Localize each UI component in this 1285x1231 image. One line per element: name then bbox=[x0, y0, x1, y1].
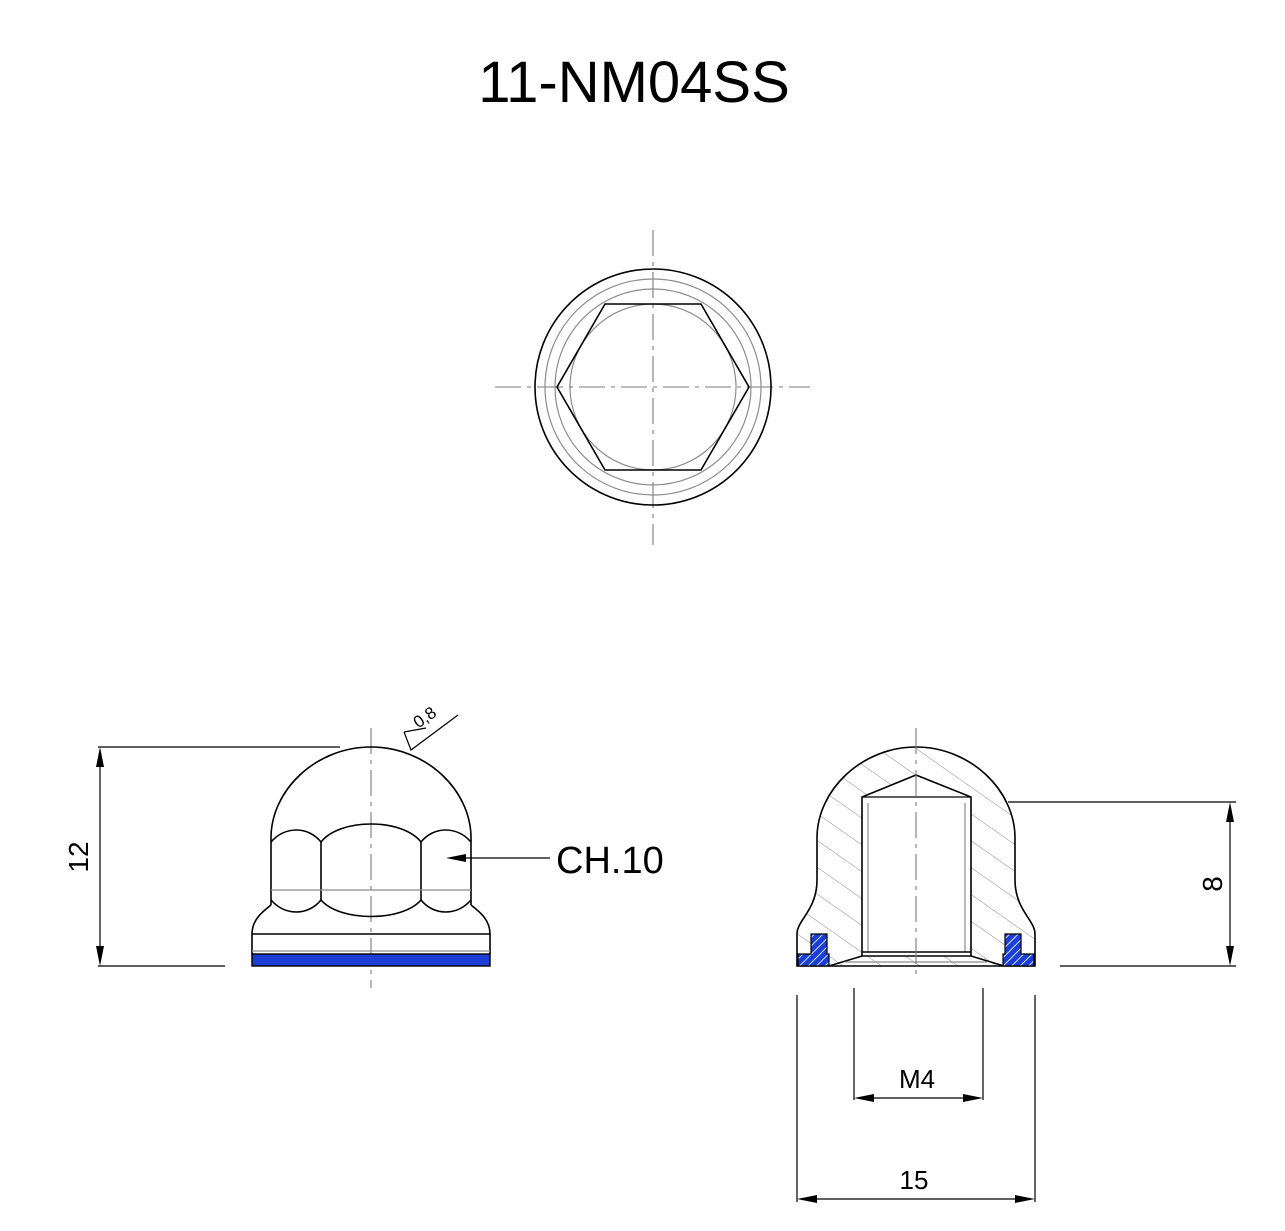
wrench-size-leader: CH.10 bbox=[446, 840, 664, 882]
thread-depth-label: 8 bbox=[1197, 876, 1228, 892]
washer-strip bbox=[251, 953, 491, 967]
section-hatch bbox=[797, 747, 1035, 966]
washer-section-left bbox=[797, 933, 830, 967]
front-view bbox=[251, 728, 491, 988]
thread-dimension: M4 bbox=[853, 988, 984, 1102]
roughness-symbol: 0,8 bbox=[403, 703, 459, 751]
drawing-title: 11-NM04SS bbox=[478, 50, 790, 115]
wrench-size-label: CH.10 bbox=[556, 840, 664, 882]
diameter-dimension: 15 bbox=[796, 995, 1036, 1203]
thread-depth-dimension: 8 bbox=[1008, 801, 1236, 967]
diameter-label: 15 bbox=[900, 1165, 929, 1195]
height-dimension: 12 bbox=[63, 746, 340, 967]
top-view bbox=[495, 230, 810, 545]
section-view bbox=[796, 728, 1036, 975]
thread-label: M4 bbox=[899, 1064, 935, 1094]
height-label: 12 bbox=[63, 841, 94, 872]
washer-section-right bbox=[1002, 933, 1035, 967]
roughness-label: 0,8 bbox=[410, 703, 440, 732]
